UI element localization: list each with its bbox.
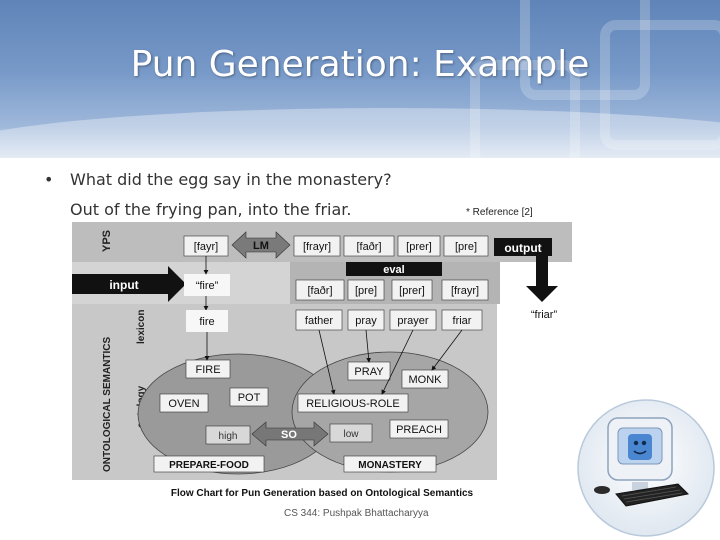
bullet-line-answer: Out of the frying pan, into the friar. <box>70 200 352 219</box>
pot-label: POT <box>238 392 261 404</box>
friar-lexicon-label: friar <box>453 315 472 327</box>
decor-rounded-square <box>600 20 720 150</box>
prepare-food-label: PREPARE-FOOD <box>169 460 249 471</box>
friar-quote-label: “friar” <box>531 309 558 321</box>
fire-quote-box <box>184 274 230 296</box>
so-double-arrow <box>251 421 329 447</box>
ontological-semantics-label: ONTOLOGICAL SEMANTICS <box>102 336 113 472</box>
decor-rounded-square <box>520 0 650 100</box>
fire-lexicon-label: fire <box>199 316 214 328</box>
religious-role-label: RELIGIOUS-ROLE <box>306 398 400 410</box>
diagram-caption: Flow Chart for Pun Generation based on O… <box>171 488 474 499</box>
pun-flow-diagram: YPS ONTOLOGICAL SEMANTICS lexicon ontolo… <box>72 222 572 499</box>
lexicon-label: lexicon <box>136 310 147 344</box>
eval-label: eval <box>383 264 404 276</box>
fire-concept-label: FIRE <box>195 364 220 376</box>
reference-note: * Reference [2] <box>466 207 533 218</box>
output-down-arrow <box>526 256 558 302</box>
pray-to-pray-concept-connector <box>365 329 372 363</box>
pre-eval-label: [pre] <box>355 285 377 297</box>
fire-lexicon-box <box>186 310 228 332</box>
input-label: input <box>109 278 138 292</box>
father-lexicon-label: father <box>305 315 333 327</box>
footer-credit: CS 344: Pushpak Bhattacharyya <box>284 508 429 519</box>
prepare-food-box <box>153 455 265 473</box>
retro-mac-computer-icon <box>577 399 715 537</box>
prayer-lexicon-label: prayer <box>397 315 429 327</box>
lm-label: LM <box>253 240 269 252</box>
output-label: output <box>504 241 541 255</box>
monk-label: MONK <box>409 374 443 386</box>
input-arrow <box>72 266 186 302</box>
pray-lexicon-label: pray <box>355 315 377 327</box>
fadr-top-label: [faðr] <box>356 241 381 253</box>
frayr-eval-label: [frayr] <box>451 285 479 297</box>
father-to-religious-role-connector <box>318 329 336 395</box>
frayr-eval-box <box>441 279 489 301</box>
frayr-top-box <box>293 235 341 257</box>
fire-quote-label: “fire” <box>196 280 219 292</box>
yps-label: YPS <box>101 230 113 252</box>
monastery-label: MONASTERY <box>358 460 422 471</box>
preach-box <box>389 419 449 439</box>
prayer-to-religious-role-connector <box>381 329 414 395</box>
fayr-label: [fayr] <box>194 241 218 253</box>
output-band <box>494 238 552 256</box>
high-label: high <box>219 431 238 442</box>
prer-top-label: [prer] <box>406 241 432 253</box>
eval-band <box>346 262 442 276</box>
pray-concept-label: PRAY <box>354 366 384 378</box>
pot-box <box>229 387 269 407</box>
white-gap <box>497 262 572 480</box>
header-banner: Pun Generation: Example <box>0 0 720 158</box>
pre-top-box <box>443 235 489 257</box>
friar-quote-box <box>518 304 570 324</box>
friar-to-monk-connector <box>431 329 463 371</box>
high-box <box>205 425 251 445</box>
lm-double-arrow <box>231 231 291 259</box>
pre-top-label: [pre] <box>455 241 477 253</box>
header-wave <box>0 108 720 158</box>
oven-box <box>159 393 209 413</box>
religious-role-box <box>297 393 409 413</box>
prer-eval-label: [prer] <box>399 285 425 297</box>
preach-label: PREACH <box>396 424 442 436</box>
fadr-eval-box <box>295 279 345 301</box>
fadr-top-box <box>343 235 395 257</box>
oven-label: OVEN <box>168 398 199 410</box>
pre-eval-box <box>347 279 385 301</box>
low-box <box>329 423 373 443</box>
monastery-box <box>343 455 437 473</box>
prer-top-box <box>397 235 441 257</box>
slide-title: Pun Generation: Example <box>130 44 590 85</box>
bullet-line-question: What did the egg say in the monastery? <box>70 170 392 189</box>
prer-eval-box <box>391 279 433 301</box>
frayr-top-label: [frayr] <box>303 241 331 253</box>
monk-box <box>401 369 449 389</box>
low-label: low <box>343 429 359 440</box>
bullet-dot: • <box>44 170 54 189</box>
so-label: SO <box>281 429 297 441</box>
decor-rounded-square <box>470 60 580 158</box>
fadr-eval-label: [faðr] <box>307 285 332 297</box>
